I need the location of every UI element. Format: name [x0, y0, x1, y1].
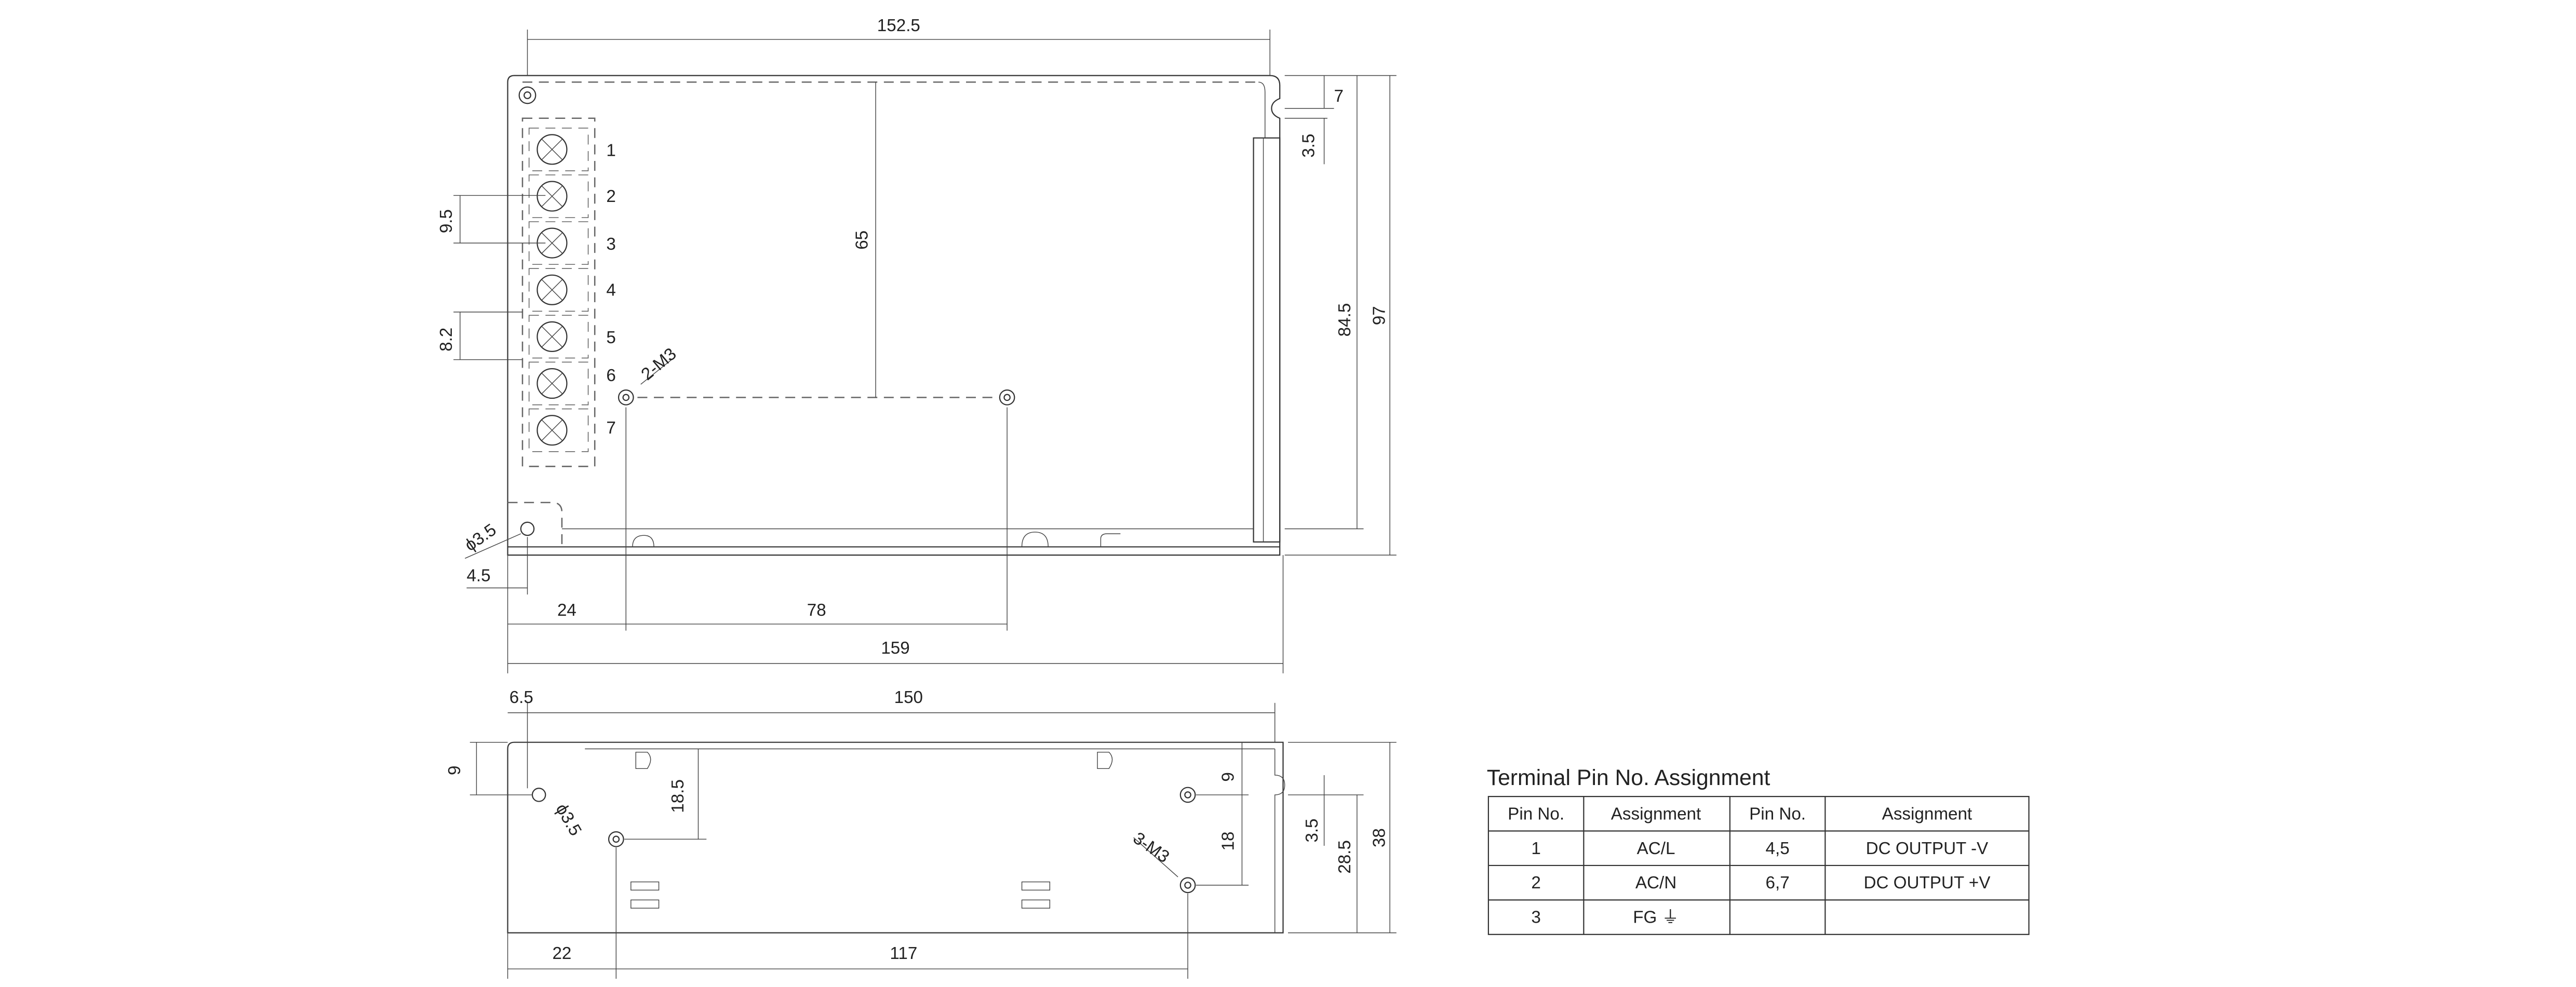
pin-label: 3 — [606, 235, 615, 254]
table-cell: FG ⏚ — [1633, 908, 1679, 927]
side-view: ϕ3.5 3-M3 6.5 150 9 18.5 9 18 3.5 28.5 3 — [445, 688, 1397, 979]
terminal-screw-icon — [528, 174, 589, 218]
table-title: Terminal Pin No. Assignment — [1487, 765, 1770, 790]
vent-slot — [1021, 881, 1051, 891]
chassis-outline — [507, 75, 1281, 556]
dim-18-5: 18.5 — [668, 779, 688, 813]
table-header: Assignment — [1611, 804, 1701, 823]
dim-6-5: 6.5 — [509, 688, 533, 707]
dim-22: 22 — [552, 944, 571, 963]
dim-28-5: 28.5 — [1335, 840, 1354, 874]
side-screw-label: 3-M3 — [1130, 829, 1173, 867]
table-cell: 1 — [1531, 839, 1540, 858]
dim-84-5: 84.5 — [1335, 303, 1354, 337]
table-cell: AC/L — [1637, 839, 1675, 858]
pin-assignment-table: Terminal Pin No. Assignment Pin No. Assi… — [1487, 765, 2030, 935]
dim-117: 117 — [890, 944, 917, 963]
dim-4-5: 4.5 — [466, 566, 490, 586]
m3-hole — [608, 831, 624, 847]
dim-24: 24 — [557, 601, 576, 620]
terminal-screw-icon — [528, 315, 589, 359]
dim-side-hole-dia: ϕ3.5 — [552, 801, 585, 840]
dim-38: 38 — [1370, 828, 1389, 847]
top-view: 1 2 3 4 5 6 7 2-M3 65 ϕ3.5 152.5 7 — [437, 16, 1397, 673]
side-outline — [507, 741, 1284, 934]
m3-hole — [1179, 877, 1196, 894]
dim-65: 65 — [852, 231, 871, 250]
vent-slot — [630, 899, 660, 909]
vent-slot — [1021, 899, 1051, 909]
m3-hole — [999, 389, 1015, 405]
table-header: Assignment — [1882, 804, 1972, 823]
dim-side-9: 9 — [445, 765, 464, 775]
table-cell: DC OUTPUT +V — [1864, 873, 1991, 893]
pin-label: 7 — [606, 418, 615, 438]
corner-hole — [518, 86, 536, 104]
terminal-screw-icon — [528, 361, 589, 405]
pin-label: 4 — [606, 280, 615, 300]
dim-7: 7 — [1334, 87, 1344, 106]
m3-hole — [1179, 787, 1196, 803]
table-cell: AC/N — [1635, 873, 1676, 893]
pin-label: 5 — [606, 328, 615, 347]
table-header: Pin No. — [1749, 804, 1806, 823]
dim-150: 150 — [894, 688, 923, 707]
mount-hole — [520, 521, 535, 536]
dim-152-5: 152.5 — [877, 16, 920, 35]
dim-18: 18 — [1219, 832, 1238, 851]
side-rail — [1253, 137, 1281, 543]
table-cell: DC OUTPUT -V — [1866, 839, 1989, 858]
terminal-screw-icon — [528, 268, 589, 312]
dim-3-5: 3.5 — [1299, 133, 1319, 157]
terminal-screw-icon — [528, 127, 589, 171]
dim-78: 78 — [807, 601, 826, 620]
dim-97: 97 — [1370, 306, 1389, 325]
terminal-block — [521, 117, 596, 467]
table-cell: 2 — [1531, 873, 1540, 893]
vent-slot — [630, 881, 660, 891]
terminal-screw-icon — [528, 408, 589, 452]
pin-label: 2 — [606, 187, 615, 206]
table-cell: 4,5 — [1766, 839, 1790, 858]
dim-9-5: 9.5 — [437, 209, 456, 233]
table-cell: 3 — [1531, 908, 1540, 927]
dim-hole-dia: ϕ3.5 — [461, 520, 500, 555]
table-header: Pin No. — [1508, 804, 1564, 823]
table-cell: 6,7 — [1766, 873, 1790, 893]
dim-side-right-9: 9 — [1219, 772, 1238, 781]
pin-label: 6 — [606, 366, 615, 385]
dim-side-3-5: 3.5 — [1303, 818, 1322, 842]
m3-hole — [618, 389, 634, 405]
dim-8-2: 8.2 — [437, 328, 456, 351]
dim-159: 159 — [881, 639, 909, 658]
pin-label: 1 — [606, 141, 615, 160]
screw-label: 2-M3 — [638, 344, 680, 384]
mount-hole — [531, 788, 546, 802]
